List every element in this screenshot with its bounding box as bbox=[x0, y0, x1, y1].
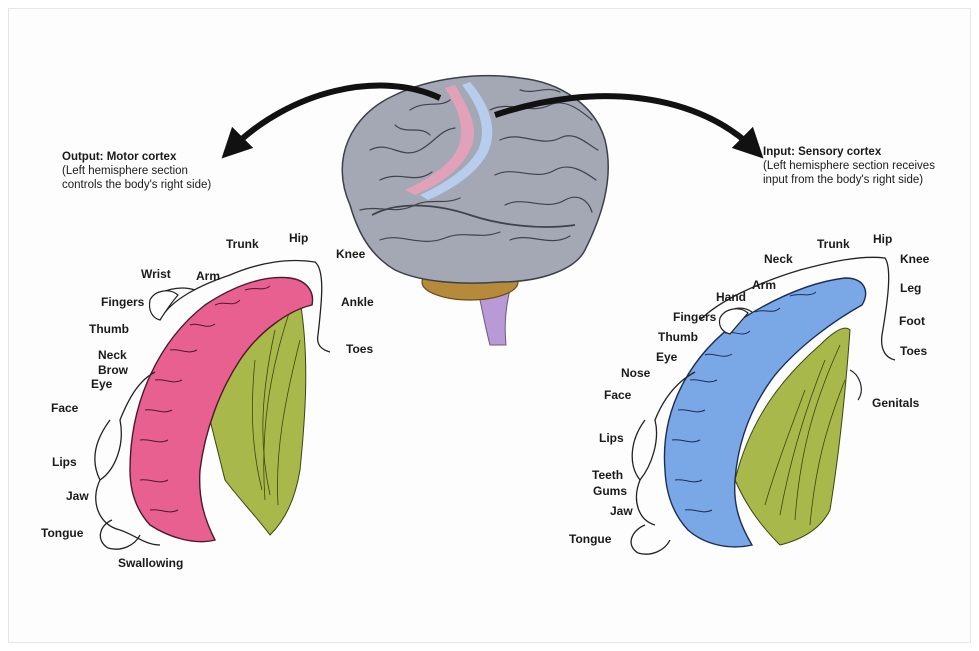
sensory-label-toes: Toes bbox=[900, 345, 927, 358]
motor-label-toes: Toes bbox=[346, 343, 373, 356]
motor-label-jaw: Jaw bbox=[66, 490, 89, 503]
sensory-label-fingers: Fingers bbox=[673, 311, 716, 324]
sensory-label-arm: Arm bbox=[752, 279, 776, 292]
sensory-label-hand: Hand bbox=[716, 291, 746, 304]
motor-label-tongue: Tongue bbox=[41, 527, 83, 540]
sensory-label-hip: Hip bbox=[873, 233, 892, 246]
sensory-title: Input: Sensory cortex bbox=[763, 145, 935, 159]
motor-label-knee: Knee bbox=[336, 248, 365, 261]
motor-subtitle-line2: controls the body's right side) bbox=[62, 178, 211, 192]
sensory-label-jaw: Jaw bbox=[610, 505, 633, 518]
sensory-label-thumb: Thumb bbox=[658, 331, 698, 344]
sensory-label-neck: Neck bbox=[764, 253, 793, 266]
motor-label-face: Face bbox=[51, 402, 78, 415]
motor-label-neck: Neck bbox=[98, 349, 127, 362]
sensory-label-nose: Nose bbox=[621, 367, 650, 380]
sensory-subtitle-line1: (Left hemisphere section receives bbox=[763, 159, 935, 173]
sensory-label-leg: Leg bbox=[900, 282, 921, 295]
sensory-tongue-outline bbox=[631, 525, 670, 554]
motor-label-eye: Eye bbox=[91, 378, 112, 391]
central-brain bbox=[342, 76, 608, 345]
motor-label-swallowing: Swallowing bbox=[118, 557, 183, 570]
sensory-label-tongue: Tongue bbox=[569, 533, 611, 546]
motor-caption: Output: Motor cortex (Left hemisphere se… bbox=[62, 150, 211, 192]
sensory-cortex-section bbox=[631, 257, 895, 554]
sensory-label-teeth: Teeth bbox=[592, 469, 623, 482]
motor-label-thumb: Thumb bbox=[89, 323, 129, 336]
motor-label-trunk: Trunk bbox=[226, 238, 259, 251]
motor-title: Output: Motor cortex bbox=[62, 150, 211, 164]
motor-label-wrist: Wrist bbox=[141, 268, 171, 281]
sensory-caption: Input: Sensory cortex (Left hemisphere s… bbox=[763, 145, 935, 187]
motor-label-brow: Brow bbox=[98, 364, 128, 377]
sensory-label-gums: Gums bbox=[593, 485, 627, 498]
sensory-subtitle-line2: input from the body's right side) bbox=[763, 173, 935, 187]
motor-label-ankle: Ankle bbox=[341, 296, 374, 309]
motor-label-lips: Lips bbox=[52, 456, 77, 469]
sensory-label-knee: Knee bbox=[900, 253, 929, 266]
sensory-label-face: Face bbox=[604, 389, 631, 402]
sensory-label-trunk: Trunk bbox=[817, 238, 850, 251]
motor-label-arm: Arm bbox=[196, 270, 220, 283]
sensory-genitals-outline bbox=[850, 370, 861, 400]
sensory-label-foot: Foot bbox=[899, 315, 925, 328]
motor-label-fingers: Fingers bbox=[101, 296, 144, 309]
motor-tongue-outline bbox=[100, 520, 140, 549]
motor-label-hip: Hip bbox=[289, 232, 308, 245]
sensory-label-lips: Lips bbox=[599, 432, 624, 445]
sensory-label-eye: Eye bbox=[656, 351, 677, 364]
motor-hand-outline bbox=[149, 291, 178, 320]
motor-subtitle-line1: (Left hemisphere section bbox=[62, 164, 211, 178]
sensory-label-genitals: Genitals bbox=[872, 397, 919, 410]
